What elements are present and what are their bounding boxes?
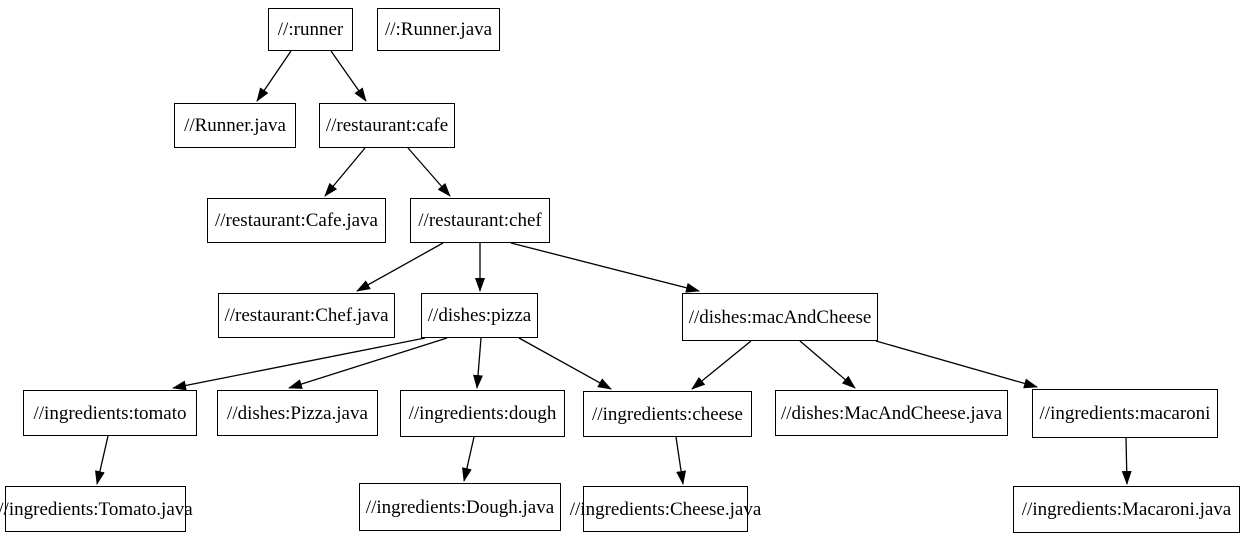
edge-pizza-to-cheese xyxy=(518,337,612,390)
graph-node-cheese-java: //ingredients:Cheese.java xyxy=(570,486,761,532)
graph-node-macaroni: //ingredients:macaroni xyxy=(1032,389,1218,438)
graph-node-pizza-java: //dishes:Pizza.java xyxy=(217,390,378,436)
edge-pizza-to-dough xyxy=(473,337,484,389)
edge-mac-and-cheese-to-cheese xyxy=(691,340,752,390)
edge-mac-and-cheese-to-mac-and-cheese-java xyxy=(799,340,856,389)
graph-node-runner-java: //Runner.java xyxy=(174,103,296,148)
edge-tomato-to-tomato-java xyxy=(95,435,109,485)
graph-node-runner-java-src: //:Runner.java xyxy=(377,8,500,51)
edge-dough-to-dough-java xyxy=(462,436,475,482)
edge-chef-to-chef-java xyxy=(356,242,444,292)
graph-node-pizza: //dishes:pizza xyxy=(421,293,538,338)
graph-node-runner: //:runner xyxy=(268,8,353,51)
graph-node-mac-and-cheese-java: //dishes:MacAndCheese.java xyxy=(775,390,1008,436)
graph-node-cafe-java: //restaurant:Cafe.java xyxy=(207,198,386,243)
graph-node-cheese: //ingredients:cheese xyxy=(583,391,752,437)
edge-runner-to-cafe xyxy=(330,50,367,102)
edge-runner-to-runner-java xyxy=(256,50,292,102)
edge-macaroni-to-macaroni-java xyxy=(1121,437,1132,485)
graph-node-chef: //restaurant:chef xyxy=(410,198,550,243)
edge-cafe-to-cafe-java xyxy=(324,147,366,197)
edge-pizza-to-tomato xyxy=(172,337,426,391)
edge-cafe-to-chef xyxy=(407,147,451,197)
edge-cheese-to-cheese-java xyxy=(675,436,687,485)
edge-mac-and-cheese-to-macaroni xyxy=(875,340,1038,389)
graph-node-chef-java: //restaurant:Chef.java xyxy=(218,293,395,338)
graph-node-tomato-java: //ingredients:Tomato.java xyxy=(0,486,193,532)
graph-node-macaroni-java: //ingredients:Macaroni.java xyxy=(1013,486,1240,533)
graph-node-dough: //ingredients:dough xyxy=(400,390,565,437)
edge-chef-to-mac-and-cheese xyxy=(510,242,700,293)
graph-node-tomato: //ingredients:tomato xyxy=(23,390,197,436)
graph-node-cafe: //restaurant:cafe xyxy=(319,103,455,148)
graph-node-dough-java: //ingredients:Dough.java xyxy=(359,483,561,531)
graph-node-mac-and-cheese: //dishes:macAndCheese xyxy=(682,293,878,341)
edge-pizza-to-pizza-java xyxy=(288,337,448,389)
